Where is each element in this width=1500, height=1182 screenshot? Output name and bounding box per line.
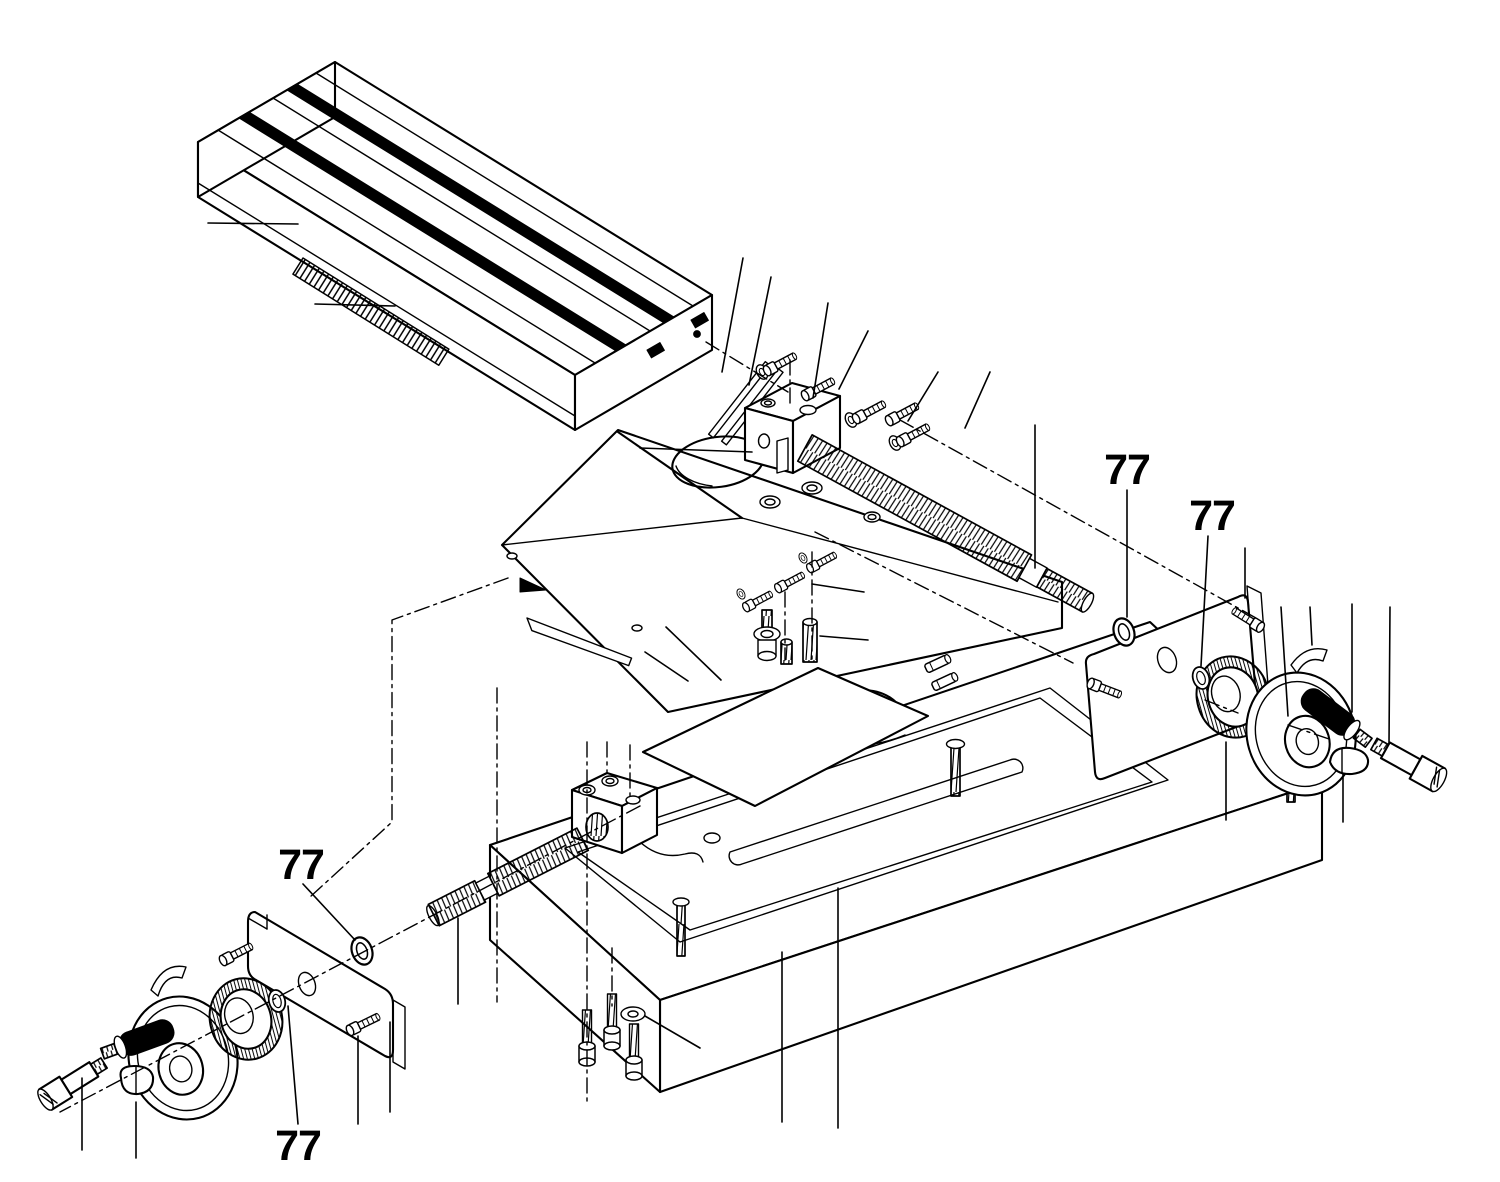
cross-lead-screw bbox=[796, 433, 1095, 613]
left-o-ring bbox=[346, 933, 378, 969]
callout-77-right-oring: 77 bbox=[1104, 446, 1150, 494]
left-folding-handle bbox=[99, 1019, 175, 1060]
table-end-hole bbox=[693, 330, 701, 338]
saddle-gib bbox=[526, 617, 633, 667]
callout-77-right-washer: 77 bbox=[1189, 492, 1235, 540]
right-handle-base bbox=[1328, 746, 1370, 776]
plate-hole bbox=[1156, 646, 1178, 674]
t-slot-end-notch bbox=[690, 312, 709, 329]
dovetail-mark bbox=[519, 577, 547, 593]
left-end-plate bbox=[217, 910, 406, 1070]
plate-hole bbox=[297, 971, 317, 997]
left-dial bbox=[208, 977, 284, 1061]
callout-leader bbox=[287, 1005, 299, 1125]
handwheel-hub bbox=[157, 1042, 205, 1096]
left-key bbox=[150, 965, 187, 997]
callout-leader bbox=[302, 883, 356, 941]
saddle-hole bbox=[506, 481, 881, 632]
callout-77-left-washer: 77 bbox=[275, 1122, 321, 1170]
nut-block-slot bbox=[776, 437, 789, 474]
nut-block-mounting-screws bbox=[753, 609, 818, 665]
cross-axis-line bbox=[899, 419, 1257, 619]
left-cap-screw bbox=[37, 1057, 109, 1111]
table-scale-strip bbox=[292, 257, 450, 367]
center-lines bbox=[59, 341, 1333, 1113]
base-slot bbox=[728, 758, 1024, 866]
t-slot-end-notch bbox=[646, 342, 665, 359]
leader-lines bbox=[81, 222, 1391, 1159]
callout-77-left-oring: 77 bbox=[278, 841, 324, 889]
handwheel-hub bbox=[1283, 714, 1331, 769]
callout-labels: 77 77 77 77 bbox=[275, 446, 1236, 1170]
right-cap-screw bbox=[1369, 737, 1448, 793]
threaded-stud bbox=[802, 621, 818, 663]
saddle bbox=[500, 428, 1064, 714]
callout-leader bbox=[1200, 535, 1209, 667]
base-cover-plate bbox=[641, 666, 930, 808]
right-key bbox=[1290, 647, 1328, 674]
lower-nut-block bbox=[570, 771, 659, 855]
right-folding-handle bbox=[1300, 688, 1373, 748]
longitudinal-axis-line bbox=[59, 805, 641, 1113]
left-handle-base bbox=[119, 1064, 155, 1096]
t-slot-groove bbox=[238, 111, 627, 352]
dowel-pins bbox=[923, 652, 960, 692]
t-slot-table bbox=[196, 60, 714, 432]
t-slot-groove bbox=[286, 83, 675, 324]
base-mounting-screws bbox=[578, 993, 646, 1081]
nut-thread-bore bbox=[585, 812, 609, 842]
